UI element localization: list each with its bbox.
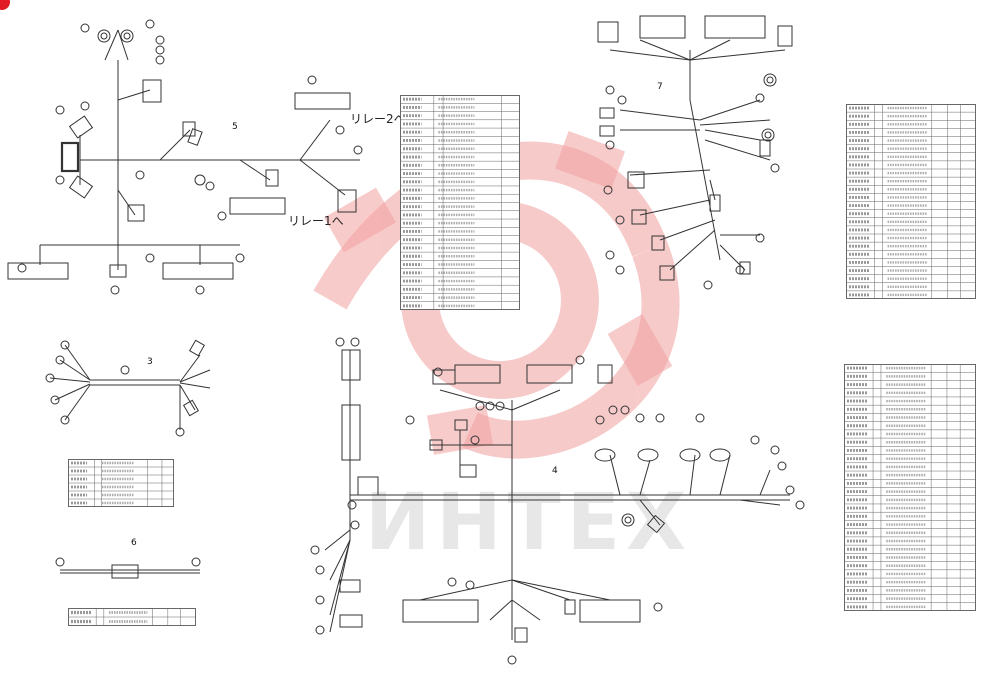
- harness-7: [597, 15, 793, 290]
- harness-3: [45, 339, 211, 437]
- relay-2-label: リレー2へ: [350, 112, 406, 126]
- relay-1-label: リレー1へ: [288, 214, 344, 228]
- tbl-right-top-grid: [846, 104, 976, 299]
- tbl-right-bottom-grid: [844, 364, 976, 611]
- harness-5: [7, 19, 363, 295]
- corner-red-dot: [0, 0, 10, 10]
- parts-table-left-mid: [68, 459, 174, 507]
- parts-table-left-bottom: [68, 608, 196, 626]
- parts-table-center: [400, 95, 520, 310]
- harness-4: [310, 337, 805, 665]
- tbl-left-bottom-grid: [68, 608, 196, 626]
- harness-7-number: 7: [657, 82, 663, 92]
- harness-6: [55, 557, 201, 579]
- tbl-left-mid-grid: [68, 459, 174, 507]
- parts-table-right-top: [846, 104, 976, 299]
- harness-4-number: 4: [552, 466, 558, 476]
- tbl-center-grid: [400, 95, 520, 310]
- harness-5-number: 5: [232, 122, 238, 132]
- harness-6-number: 6: [131, 538, 137, 548]
- parts-table-right-bottom: [844, 364, 976, 611]
- harness-3-number: 3: [147, 357, 153, 367]
